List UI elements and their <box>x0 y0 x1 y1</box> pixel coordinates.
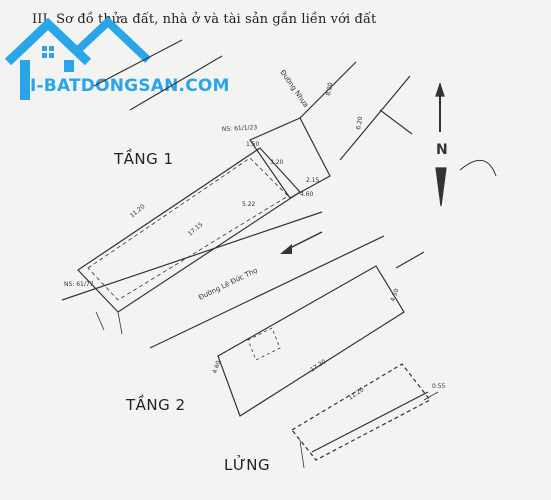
svg-text:8.20: 8.20 <box>325 82 334 97</box>
street-edges <box>61 39 425 349</box>
house-logo-icon <box>4 16 151 100</box>
section-heading: III. Sơ đồ thửa đất, nhà ở và tài sản gắ… <box>32 12 377 27</box>
svg-text:3.20: 3.20 <box>270 159 284 166</box>
second-floor-outline <box>217 265 405 417</box>
svg-text:17.30: 17.30 <box>309 358 327 374</box>
svg-text:1.50: 1.50 <box>246 141 260 148</box>
svg-text:6.20: 6.20 <box>355 116 364 131</box>
svg-text:0.55: 0.55 <box>432 383 446 390</box>
svg-text:11.20: 11.20 <box>129 203 147 220</box>
dimension-labels: 1.50 4.60 17.15 11.20 5.22 2.15 3.20 8.2… <box>129 82 446 402</box>
svg-text:17.15: 17.15 <box>187 221 205 238</box>
floor-label-mezzanine: LỬNG <box>224 456 271 474</box>
svg-text:4.60: 4.60 <box>300 191 314 198</box>
dimension-lines <box>95 311 439 469</box>
svg-text:11.20: 11.20 <box>347 386 365 402</box>
street-direction-arrow-icon <box>280 231 323 254</box>
parcel-label-top: NS: 61/1/23 <box>222 124 258 133</box>
floor-label-ground: TẦNG 1 <box>114 150 174 168</box>
ground-floor-outline <box>77 117 331 313</box>
svg-text:5.22: 5.22 <box>242 201 256 208</box>
parcel-label-left: NS: 61/77 <box>64 281 94 288</box>
mezzanine-outline <box>291 363 431 461</box>
north-label: N <box>436 142 448 158</box>
street-label-nhua: Đường Nhựa <box>278 69 310 109</box>
svg-text:4.50: 4.50 <box>389 288 400 303</box>
svg-text:4.60: 4.60 <box>211 360 222 375</box>
north-arrow-icon <box>435 82 497 207</box>
floor-label-second: TẦNG 2 <box>126 396 186 414</box>
svg-text:2.15: 2.15 <box>306 177 320 184</box>
street-label-le-duc-tho: Đường Lê Đức Thọ <box>197 266 258 301</box>
